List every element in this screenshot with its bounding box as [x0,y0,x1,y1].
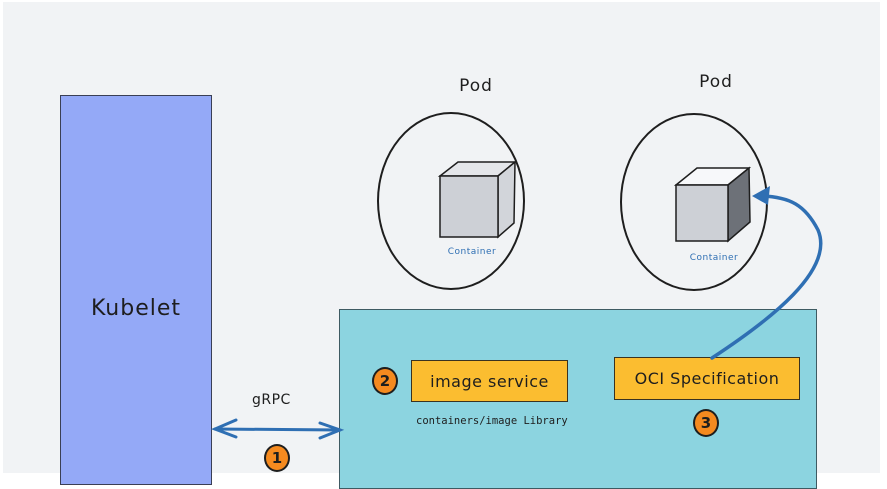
pod-2-container-cube-icon [673,166,752,243]
pod-1-circle [377,112,525,290]
pod-1-container-cube-icon [437,160,518,239]
image-service-box: image service [411,360,568,402]
step-2-badge: 2 [372,367,398,395]
step-3-badge: 3 [693,409,719,437]
pod-2-label: Pod [699,72,733,92]
pod-1-container-label: Container [447,247,497,257]
pod-2-container-label: Container [689,253,739,263]
kubelet-block [60,95,212,485]
step-1-badge: 1 [264,444,290,472]
oci-specification-box: OCI Specification [614,357,800,400]
containers-image-library-label: containers/image Library [416,415,568,427]
grpc-label: gRPC [252,392,291,408]
kubelet-label: Kubelet [90,296,182,321]
pod-1-label: Pod [459,76,493,96]
